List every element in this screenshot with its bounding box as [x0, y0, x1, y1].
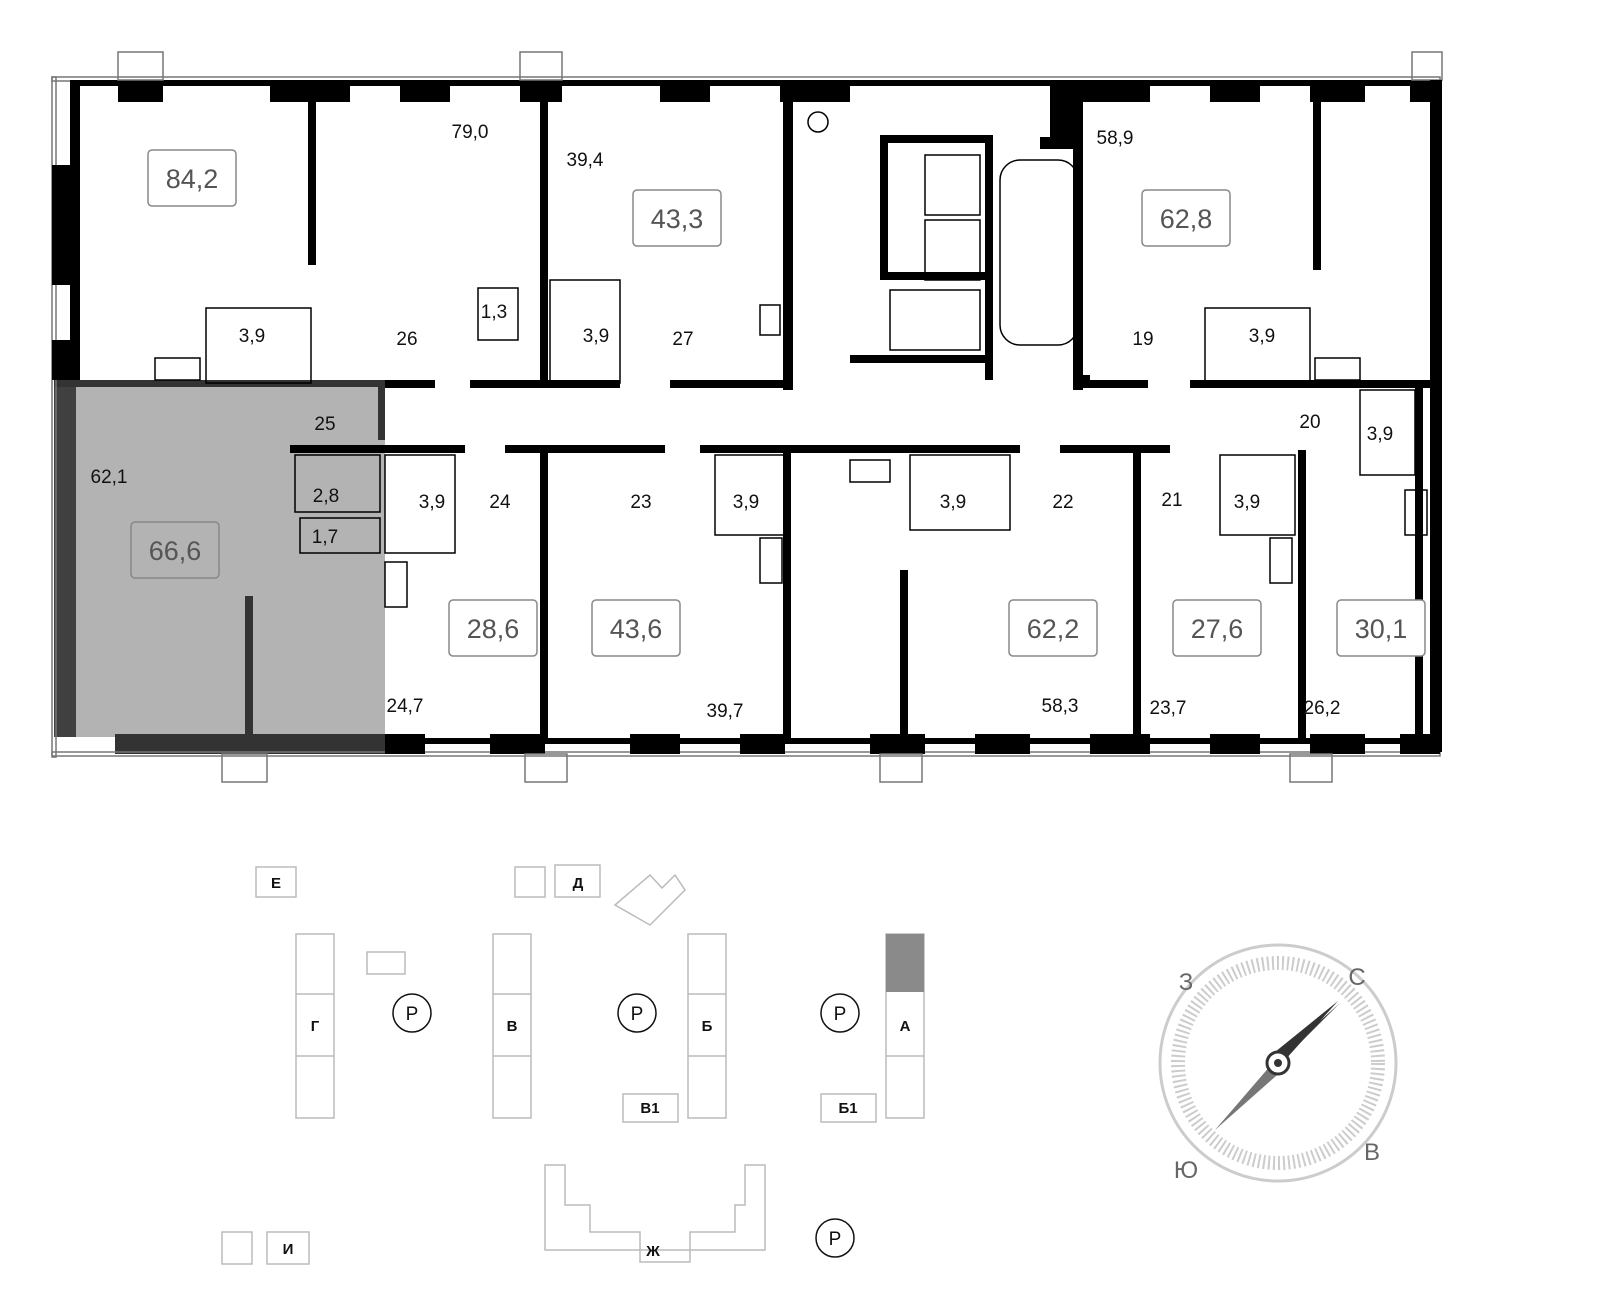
site-block-label[interactable]: А	[900, 1018, 911, 1035]
room-area-label: 3,9	[733, 492, 759, 513]
apartment-apt-top-1[interactable]: 84,2 79,0	[147, 122, 489, 207]
block-v-outline	[492, 933, 532, 1119]
selected-apartment[interactable]	[54, 380, 385, 754]
block-a-highlight[interactable]	[886, 934, 924, 992]
total-area-label: 62,8	[1160, 204, 1213, 234]
room-area-label: 3,9	[239, 326, 265, 347]
parking-icon	[617, 993, 657, 1033]
total-area-label: 66,6	[149, 536, 202, 566]
room-area-label: 3,9	[940, 492, 966, 513]
total-area-label: 84,2	[166, 164, 219, 194]
area-box	[632, 189, 722, 247]
apartment-apt-bot-1[interactable]: 28,6 24,7	[387, 599, 538, 717]
parking-label: Р	[834, 1004, 847, 1025]
total-area-label: 30,1	[1355, 614, 1408, 644]
block-b1-outline	[820, 1093, 877, 1123]
parking-icon	[820, 993, 860, 1033]
floor-labels: 84,2 79,0 43,3 39,4 62,8 58,9 66,6 62,1 28,6 24,7…	[91, 122, 1426, 722]
living-area-label: 39,7	[707, 701, 744, 722]
living-area-label: 39,4	[567, 150, 604, 171]
area-box	[1172, 599, 1262, 657]
total-area-label: 27,6	[1191, 614, 1244, 644]
site-block-label[interactable]: Е	[271, 875, 281, 892]
living-area-label: 23,7	[1150, 698, 1187, 719]
compass-west-label: З	[1179, 969, 1194, 996]
room-area-label: 19	[1132, 329, 1153, 350]
apartment-apt-bot-3[interactable]: 62,2 58,3	[1008, 599, 1098, 717]
apartment-apt-selected[interactable]: 66,6 62,1	[91, 467, 220, 579]
block-b-outline	[687, 933, 727, 1119]
compass-south-label: Ю	[1174, 1157, 1198, 1184]
parking-icon	[392, 993, 432, 1033]
room-area-label: 3,9	[1367, 424, 1393, 445]
room-area-label: 3,9	[419, 492, 445, 513]
living-area-label: 26,2	[1304, 698, 1341, 719]
total-area-label: 28,6	[467, 614, 520, 644]
parking-label: Р	[829, 1229, 842, 1250]
area-box	[130, 521, 220, 579]
room-area-label: 22	[1052, 492, 1073, 513]
site-block-label[interactable]: Г	[311, 1018, 320, 1035]
room-area-label: 1,7	[312, 527, 338, 548]
room-area-label: 21	[1161, 490, 1182, 511]
compass-north-label: С	[1348, 964, 1365, 991]
room-area-label: 26	[396, 329, 417, 350]
area-box	[1008, 599, 1098, 657]
site-block-label[interactable]: Д	[573, 875, 584, 892]
apartment-apt-top-2[interactable]: 43,3 39,4	[567, 150, 722, 247]
site-block-label[interactable]: Б	[702, 1018, 713, 1035]
room-area-label: 27	[672, 329, 693, 350]
living-area-label: 24,7	[387, 696, 424, 717]
room-area-label: 25	[314, 414, 335, 435]
area-box	[448, 599, 538, 657]
block-d-outline	[554, 864, 601, 898]
room-area-label: 3,9	[583, 326, 609, 347]
compass-east-label: В	[1364, 1139, 1380, 1166]
room-area-label: 24	[489, 492, 511, 513]
compass	[1158, 943, 1398, 1183]
site-block-label[interactable]: Б1	[838, 1100, 857, 1117]
fixtures	[154, 111, 1428, 608]
area-box	[147, 149, 237, 207]
building-diamond-outline	[613, 873, 686, 926]
living-area-label: 58,9	[1097, 128, 1134, 149]
room-area-label: 20	[1299, 412, 1320, 433]
small-building	[366, 951, 406, 975]
site-block-label[interactable]: И	[283, 1241, 294, 1258]
apartment-apt-bot-4[interactable]: 27,6 23,7	[1150, 599, 1262, 719]
block-e-outline	[255, 866, 297, 898]
site-block-label[interactable]: В1	[640, 1100, 659, 1117]
room-area-label: 2,8	[313, 486, 339, 507]
parking-label: Р	[631, 1004, 644, 1025]
building-walls	[51, 51, 1443, 783]
block-zh-outline	[544, 1164, 766, 1263]
parking-label: Р	[406, 1004, 419, 1025]
site-plan	[221, 864, 925, 1265]
room-area-label: 1,3	[481, 302, 507, 323]
living-area-label: 79,0	[452, 122, 489, 143]
site-block-label[interactable]: В	[507, 1018, 518, 1035]
area-box	[1141, 189, 1231, 247]
parking-icon	[815, 1218, 855, 1258]
area-box	[591, 599, 681, 657]
block-i-outline	[266, 1231, 310, 1265]
apartment-apt-bot-5[interactable]: 30,1 26,2	[1304, 599, 1426, 719]
total-area-label: 43,6	[610, 614, 663, 644]
block-v1-outline	[622, 1093, 679, 1123]
room-area-label: 3,9	[1249, 326, 1275, 347]
room-area-label: 3,9	[1234, 492, 1260, 513]
total-area-label: 43,3	[651, 204, 704, 234]
living-area-label: 62,1	[91, 467, 128, 488]
apartment-apt-top-3[interactable]: 62,8 58,9	[1097, 128, 1231, 247]
area-box	[1336, 599, 1426, 657]
site-block-label[interactable]: Ж	[645, 1243, 660, 1260]
apartment-apt-bot-2[interactable]: 43,6 39,7	[591, 599, 744, 722]
total-area-label: 62,2	[1027, 614, 1080, 644]
room-area-label: 23	[630, 492, 651, 513]
living-area-label: 58,3	[1042, 696, 1079, 717]
block-g-outline	[295, 933, 335, 1119]
